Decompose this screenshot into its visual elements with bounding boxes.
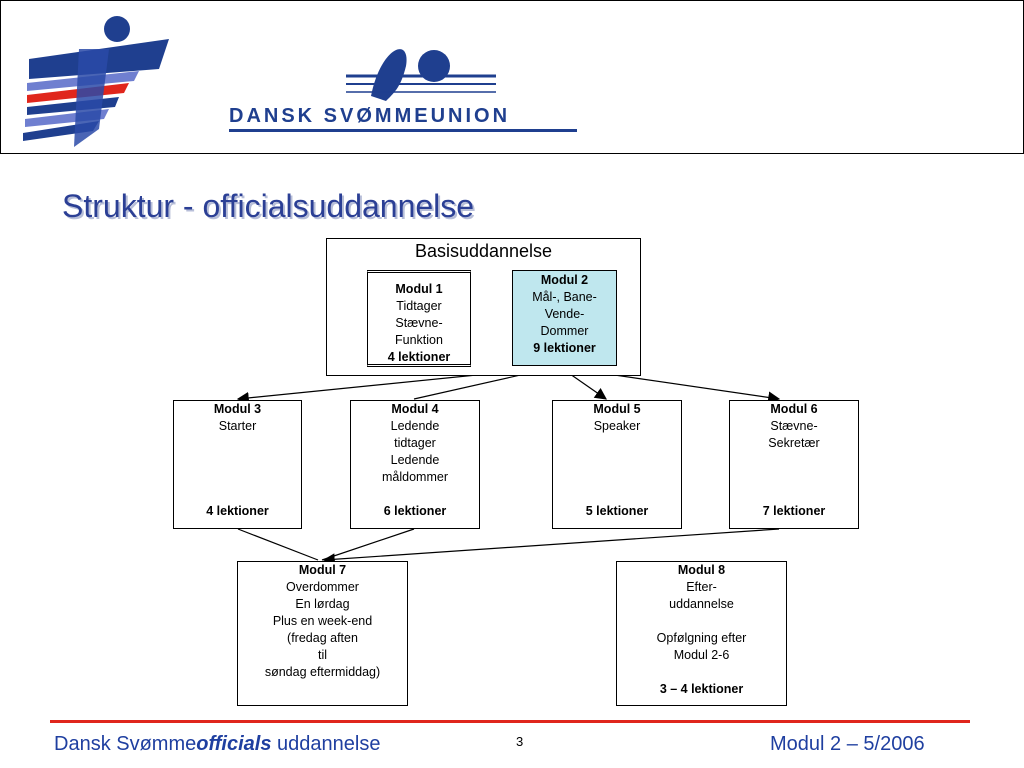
module-name: Modul 6	[770, 402, 818, 416]
module-line: måldommer	[382, 470, 448, 484]
module-name: Modul 3	[213, 402, 262, 416]
module-line: Sekretær	[768, 436, 820, 450]
module-name: Modul 4	[391, 402, 439, 416]
module-name: Modul 5	[593, 402, 641, 416]
module-line: til	[317, 648, 328, 662]
arrow-m6-m7	[322, 528, 780, 566]
module-lessons: 4 lektioner	[387, 350, 451, 364]
module-1-box: Modul 1 Tidtager Stævne- Funktion 4 lekt…	[367, 270, 471, 367]
module-line: Overdommer	[286, 580, 359, 594]
module-4-box: Modul 4 Ledende tidtager Ledende måldomm…	[350, 400, 480, 529]
module-line: Stævne-	[770, 419, 818, 433]
module-line: En lørdag	[295, 597, 350, 611]
swimmer-logo-icon	[23, 16, 169, 147]
slide-title: Struktur - officialsuddannelse	[62, 188, 475, 224]
module-line: Ledende	[390, 419, 440, 433]
module-line: Stævne-	[395, 316, 443, 330]
module-3-box: Modul 3 Starter 4 lektioner	[173, 400, 302, 529]
module-line: Vende-	[544, 307, 585, 321]
module-line: uddannelse	[669, 597, 734, 611]
page-number: 3	[516, 734, 524, 749]
module-line: Starter	[218, 419, 257, 433]
header-banner: DANSK SVØMMEUNION	[0, 0, 1024, 154]
module-name: Modul 2	[540, 273, 589, 287]
module-lessons: 6 lektioner	[383, 504, 447, 518]
module-line: Speaker	[593, 419, 641, 433]
module-line: Funktion	[395, 333, 443, 347]
module-5-box: Modul 5 Speaker 5 lektioner	[552, 400, 682, 529]
module-line: Dommer	[540, 324, 589, 338]
module-line: søndag eftermiddag)	[264, 665, 381, 679]
group-title: Basisuddannelse	[414, 241, 553, 261]
footer-right-text: Modul 2 – 5/2006	[770, 733, 925, 755]
module-line: Efter-	[686, 580, 717, 594]
line-m3-m7	[237, 528, 319, 561]
module-line-blank	[617, 613, 786, 630]
module-line: tidtager	[394, 436, 436, 450]
module-6-box: Modul 6 Stævne- Sekretær 7 lektioner	[729, 400, 859, 529]
module-line: Opfølgning efter	[656, 631, 747, 645]
footer-text-part: Dansk Svømme	[54, 733, 197, 755]
module-name: Modul 8	[677, 563, 726, 577]
module-lessons: 4 lektioner	[206, 504, 269, 518]
line-m4-m7	[321, 528, 415, 561]
footer-left-text: Dansk Svømmeofficials uddannelse	[54, 733, 380, 756]
org-underline	[229, 129, 577, 132]
footer-text-emphasis: officials	[196, 733, 272, 755]
module-line: Ledende	[390, 453, 440, 467]
footer-divider	[50, 720, 970, 723]
module-8-box: Modul 8 Efter- uddannelse Opfølgning eft…	[616, 561, 787, 706]
module-lessons: 9 lektioner	[533, 341, 596, 355]
module-lessons: 7 lektioner	[762, 504, 826, 518]
module-line: Mål-, Bane-	[532, 290, 597, 304]
dsu-logo-icon	[346, 49, 496, 101]
footer-text-part: uddannelse	[271, 733, 381, 755]
module-name: Modul 7	[298, 563, 347, 577]
module-line: Modul 2-6	[673, 648, 730, 662]
module-lessons: 3 – 4 lektioner	[659, 682, 744, 696]
module-7-box: Modul 7 Overdommer En lørdag Plus en wee…	[237, 561, 408, 706]
module-lessons: 5 lektioner	[585, 504, 649, 518]
module-name: Modul 1	[395, 282, 443, 296]
module-line: (fredag aften	[287, 631, 358, 645]
module-line: Plus en week-end	[272, 614, 373, 628]
module-2-box: Modul 2 Mål-, Bane- Vende- Dommer 9 lekt…	[512, 270, 617, 366]
module-line: Tidtager	[396, 299, 442, 313]
org-name: DANSK SVØMMEUNION	[229, 105, 511, 127]
